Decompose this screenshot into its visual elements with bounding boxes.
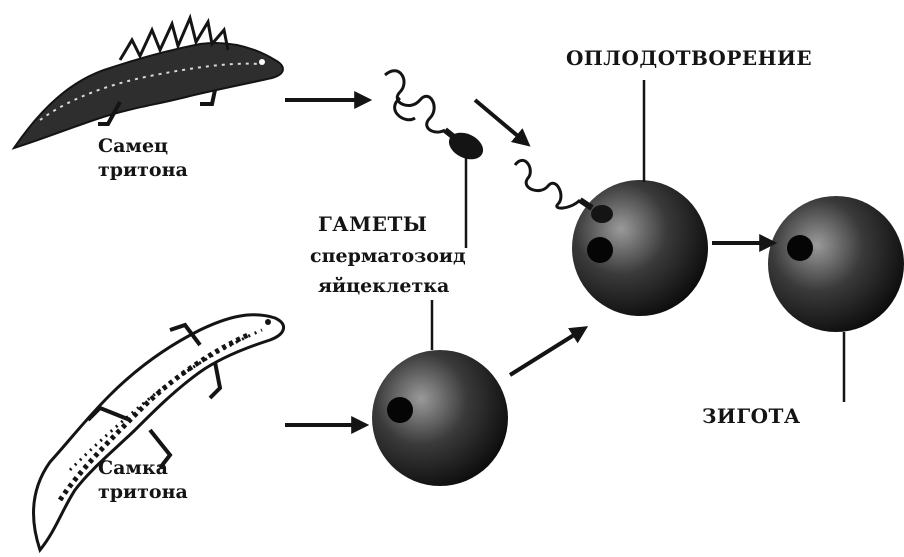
zygote-icon bbox=[768, 196, 904, 332]
gametes-label: ГАМЕТЫ bbox=[318, 212, 427, 236]
female-newt-icon bbox=[33, 315, 283, 550]
male-newt-label: Самец тритона bbox=[98, 134, 188, 182]
fertilized-egg-icon bbox=[515, 160, 708, 316]
zygote-label: ЗИГОТА bbox=[702, 404, 801, 428]
sperm-label: сперматозоид bbox=[310, 244, 466, 268]
egg-label: яйцеклетка bbox=[318, 274, 449, 298]
sperm-icon bbox=[385, 71, 487, 165]
fertilization-label: ОПЛОДОТВОРЕНИЕ bbox=[566, 46, 812, 70]
egg-cell-icon bbox=[372, 350, 508, 486]
male-newt-icon bbox=[14, 18, 283, 148]
female-newt-label: Самка тритона bbox=[98, 456, 188, 504]
